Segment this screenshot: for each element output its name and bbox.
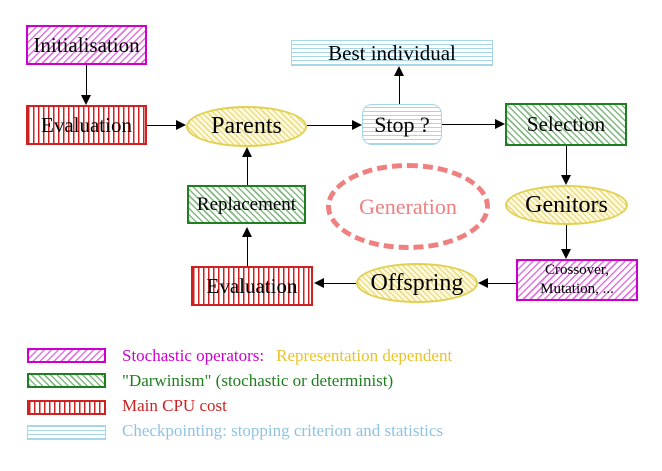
node-evaluation-top: Evaluation xyxy=(26,105,147,145)
arrow-crossover-to-offspring-head xyxy=(478,278,488,288)
arrow-genitors-to-crossover-line xyxy=(566,225,567,250)
legend-label-checkpointing: Checkpointing: stopping criterion and st… xyxy=(122,421,444,440)
node-best-individual-label: Best individual xyxy=(328,40,456,65)
arrow-evaluation-to-replacement-head xyxy=(242,227,252,237)
arrow-parents-to-stop-line xyxy=(307,125,352,126)
arrow-initialisation-to-evaluation-line xyxy=(86,65,87,95)
node-stop: Stop ? xyxy=(362,104,442,145)
arrow-stop-to-selection-line xyxy=(442,124,495,125)
legend-label-main-cpu-cost: Main CPU cost xyxy=(122,396,227,415)
arrow-evaluation-to-replacement-line xyxy=(247,237,248,266)
arrow-genitors-to-crossover-head xyxy=(561,249,571,259)
arrow-stop-to-selection-head xyxy=(495,119,505,129)
arrow-stop-to-best-individual-line xyxy=(399,76,400,104)
arrow-offspring-to-evaluation-head xyxy=(314,278,324,288)
node-selection-label: Selection xyxy=(526,112,606,136)
node-crossover-mutation: Crossover, Mutation, ... xyxy=(516,259,638,301)
arrow-crossover-to-offspring-line xyxy=(488,283,516,284)
node-evaluation-bottom-label: Evaluation xyxy=(206,273,298,298)
legend-swatch-main-cpu-cost xyxy=(27,400,106,415)
node-genitors: Genitors xyxy=(505,185,628,225)
legend-swatch-darwinism xyxy=(27,373,106,388)
legend-label-stochastic-operators: Stochastic operators: xyxy=(122,346,265,365)
arrow-selection-to-genitors-head xyxy=(561,175,571,185)
node-genitors-label: Genitors xyxy=(525,191,608,218)
node-evaluation-top-label: Evaluation xyxy=(41,112,132,137)
node-offspring-label: Offspring xyxy=(370,269,464,296)
arrow-offspring-to-evaluation-line xyxy=(324,283,356,284)
legend-label-darwinism: "Darwinism" (stochastic or determinist) xyxy=(122,371,394,390)
node-stop-label: Stop ? xyxy=(374,111,430,137)
legend-swatch-stochastic-operators xyxy=(27,348,106,363)
legend-label-representation-dependent: Representation dependent xyxy=(276,346,453,365)
arrow-evaluation-to-parents-head xyxy=(176,120,186,130)
arrow-initialisation-to-evaluation-head xyxy=(81,95,91,105)
node-evaluation-bottom: Evaluation xyxy=(191,266,313,306)
arrow-stop-to-best-individual-head xyxy=(394,66,404,76)
node-crossover-label-line1: Crossover, xyxy=(545,262,609,279)
node-parents: Parents xyxy=(186,106,307,147)
arrow-selection-to-genitors-line xyxy=(566,146,567,175)
legend-item-stochastic-operators: Stochastic operators: Representation depe… xyxy=(122,346,452,366)
node-selection: Selection xyxy=(505,103,627,146)
node-parents-label: Parents xyxy=(211,113,282,139)
arrow-replacement-to-parents-line xyxy=(247,157,248,185)
node-crossover-label-line2: Mutation, ... xyxy=(540,281,614,297)
node-initialisation-label: Initialisation xyxy=(33,32,140,57)
node-replacement-label: Replacement xyxy=(196,193,297,215)
node-generation: Generation xyxy=(326,163,490,250)
node-initialisation: Initialisation xyxy=(26,25,147,65)
node-best-individual: Best individual xyxy=(291,40,493,66)
arrow-parents-to-stop-head xyxy=(352,120,362,130)
arrow-replacement-to-parents-head xyxy=(242,147,252,157)
node-offspring: Offspring xyxy=(356,263,478,303)
node-generation-label: Generation xyxy=(359,193,457,219)
node-replacement: Replacement xyxy=(187,185,306,224)
arrow-evaluation-to-parents-line xyxy=(147,125,176,126)
legend-swatch-checkpointing xyxy=(27,425,106,440)
